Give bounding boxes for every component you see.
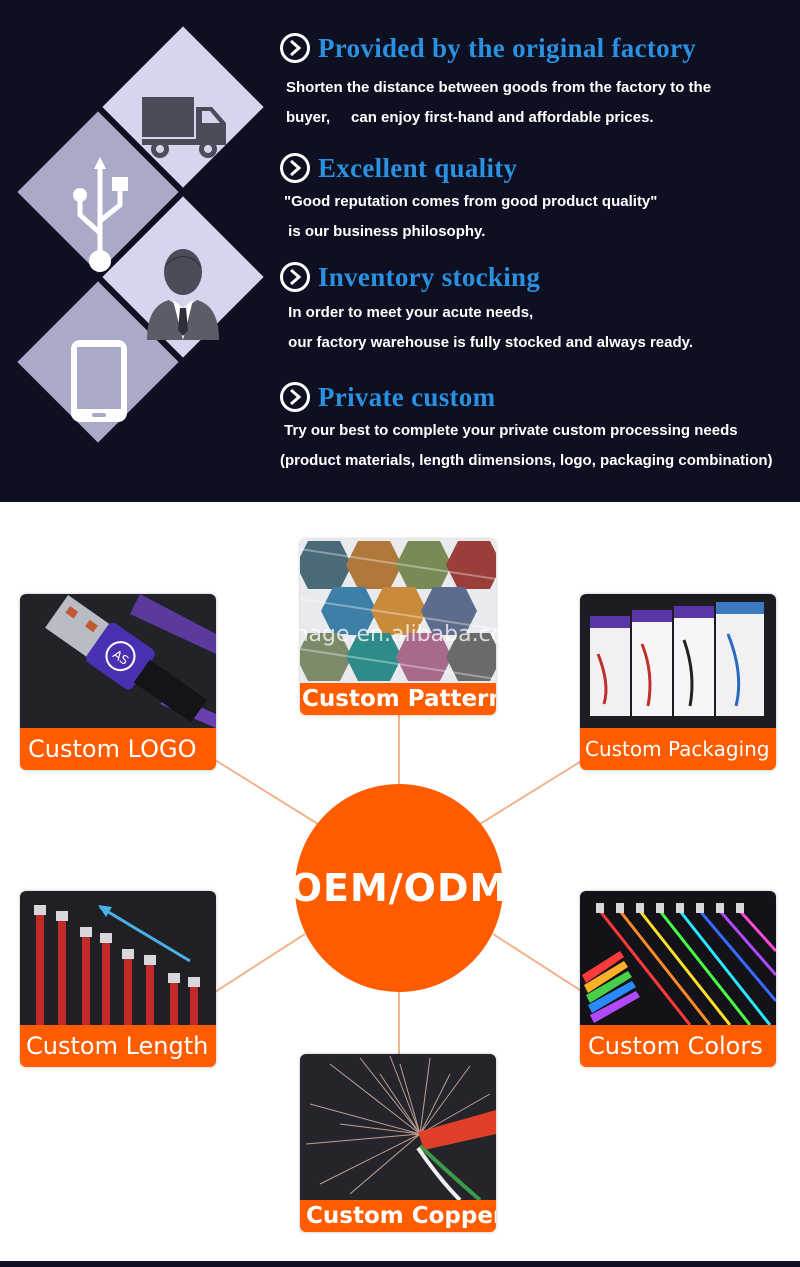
feature-text: buyer, can enjoy first-hand and affordab…	[286, 109, 654, 126]
feature-inventory: Inventory stocking In order to meet your…	[280, 260, 800, 358]
card-label: Custom Length	[26, 1032, 209, 1060]
features-banner: Provided by the original factory Shorten…	[0, 0, 800, 502]
oem-odm-label: OEM/ODM	[289, 866, 509, 910]
businessman-icon	[147, 249, 219, 340]
card-custom-pattern[interactable]: Custom Pattern	[300, 539, 496, 715]
usb-icon	[73, 157, 128, 272]
chevron-right-icon	[280, 262, 310, 292]
feature-title: Inventory stocking	[318, 261, 541, 292]
connector-lines	[214, 715, 584, 1054]
card-label: Custom Colors	[588, 1032, 763, 1060]
feature-title: Private custom	[318, 381, 496, 412]
card-custom-length[interactable]: Custom Length	[20, 891, 216, 1067]
chevron-right-icon	[280, 153, 310, 183]
feature-quality: Excellent quality "Good reputation comes…	[280, 151, 800, 247]
colorful-cables-image	[580, 891, 776, 1025]
card-custom-logo[interactable]: AS Custom LOGO	[20, 594, 216, 770]
feature-factory: Provided by the original factory Shorten…	[280, 31, 800, 133]
oem-section: OEM/ODM Custom Pattern	[0, 502, 800, 1267]
feature-title: Provided by the original factory	[318, 32, 697, 63]
chevron-right-icon	[280, 382, 310, 412]
cable-packaging-image	[580, 594, 776, 728]
chevron-right-icon	[280, 33, 310, 63]
feature-text: Try our best to complete your private cu…	[280, 422, 738, 439]
feature-text: is our business philosophy.	[284, 223, 486, 240]
tablet-icon	[71, 340, 127, 422]
card-custom-copper[interactable]: Custom Copper	[300, 1054, 496, 1232]
feature-text: "Good reputation comes from good product…	[284, 193, 658, 210]
copper-wire-image	[300, 1054, 496, 1200]
feature-text: Shorten the distance between goods from …	[286, 79, 712, 96]
card-label: Custom LOGO	[28, 735, 197, 763]
oem-odm-circle: OEM/ODM	[290, 784, 507, 992]
card-custom-packaging[interactable]: Custom Packaging	[580, 594, 776, 770]
feature-title: Excellent quality	[318, 152, 518, 183]
feature-text: In order to meet your acute needs,	[284, 304, 534, 321]
cable-length-image	[20, 891, 216, 1025]
feature-text: (product materials, length dimensions, l…	[280, 452, 773, 469]
feature-private-custom: Private custom Try our best to complete …	[280, 380, 800, 476]
truck-icon	[142, 97, 226, 158]
braided-cable-pattern-image	[300, 539, 496, 683]
bottom-strip	[0, 1261, 800, 1267]
usb-cable-logo-image: AS	[20, 594, 216, 728]
card-label: Custom Packaging	[585, 737, 770, 761]
feature-text: our factory warehouse is fully stocked a…	[284, 334, 694, 351]
watermark: sihage.en.alibaba.com	[277, 622, 526, 647]
card-custom-colors[interactable]: Custom Colors	[580, 891, 776, 1067]
card-label: Custom Pattern	[302, 686, 496, 712]
card-label: Custom Copper	[306, 1203, 496, 1229]
